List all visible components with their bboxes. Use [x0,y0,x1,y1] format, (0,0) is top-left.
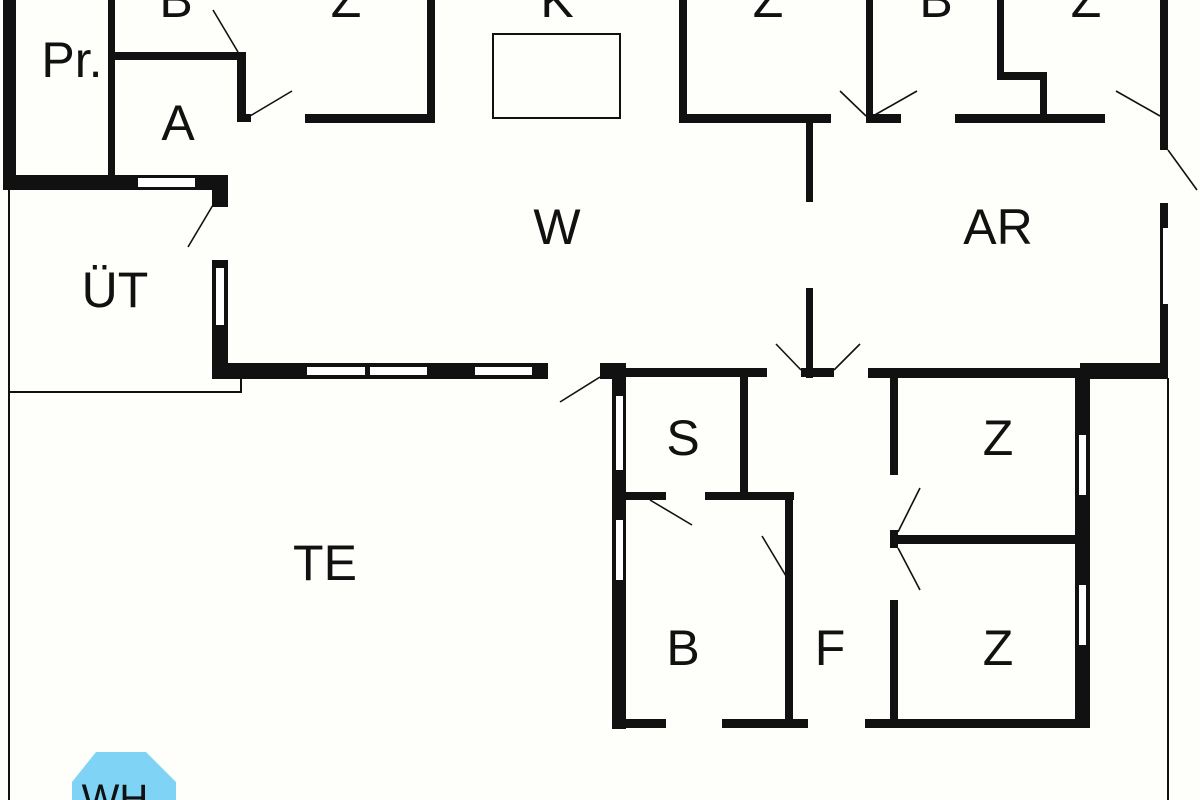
window [616,396,623,470]
room-label-pr: Pr. [41,32,102,88]
room-label-ut: ÜT [82,262,149,318]
door-swing [1115,90,1161,117]
door-swing [1167,149,1198,191]
window [616,520,623,580]
door-swing [897,547,921,591]
wall [237,52,246,122]
door-swing [761,535,787,577]
room-label-b-top-right: B [919,0,952,28]
window [1079,435,1086,495]
room-label-te: TE [293,535,357,591]
door-swing [649,499,693,526]
room-label-b-top-left: B [159,0,192,28]
window [475,367,532,375]
wall [212,175,228,207]
wall [679,0,687,123]
door-swing [249,90,293,117]
wall [626,368,767,377]
room-label-z-top-left: Z [331,0,362,28]
room-label-ar: AR [963,199,1032,255]
room-label-w: W [533,199,581,255]
room-label-z-top-mid: Z [753,0,784,28]
wall [740,377,748,497]
door-swing [775,343,802,371]
room-label-z-right-upper: Z [983,410,1014,466]
door-swing [839,90,867,117]
wall [865,719,1090,728]
thin-lines [8,33,1169,800]
window [216,268,224,325]
wall [305,114,435,123]
wall [890,377,898,475]
room-labels: B Z K Z B Z Pr. A ÜT W AR S Z TE B F Z [41,0,1101,676]
room-label-s: S [666,410,699,466]
window [1163,228,1169,304]
wall [108,0,115,178]
wall [866,114,901,123]
wall [3,0,16,188]
wall [997,72,1047,80]
badge-octagon [72,752,176,800]
kitchen-counter [492,33,621,119]
wall [237,114,251,122]
wall [890,535,1080,544]
wall [1080,363,1168,379]
wall [722,719,808,728]
door-swing [187,204,214,248]
wall [785,492,793,728]
wall [705,492,794,500]
wall [806,114,813,202]
wall [427,0,435,123]
window [138,178,195,187]
window [370,367,427,375]
room-label-f: F [815,620,846,676]
window [307,367,365,375]
utility-edge [9,378,242,393]
wall [806,288,813,378]
door-swing [872,90,918,117]
wh-badge: WH [72,752,176,800]
wall [1040,72,1047,122]
door-swings [187,9,1198,591]
wall [1075,377,1090,728]
wall [626,492,666,500]
room-label-a: A [161,95,195,151]
room-label-b-lower: B [666,620,699,676]
wall [612,719,666,728]
wall [679,114,831,123]
door-swing [212,9,239,53]
door-swing [897,487,921,533]
door-swing [833,343,861,371]
wall [955,114,1105,123]
room-label-z-right-lower: Z [983,620,1014,676]
wall [868,368,1168,378]
windows [138,178,1169,645]
window [1079,585,1086,645]
wall [866,0,873,123]
room-label-k: K [540,0,573,28]
door-swing [559,376,601,403]
wall [1160,0,1168,150]
wall [997,0,1004,80]
wall [801,368,834,377]
wall [115,52,245,60]
wall [890,600,898,728]
room-label-z-top-right: Z [1071,0,1102,28]
badge-label: WH [82,777,149,800]
